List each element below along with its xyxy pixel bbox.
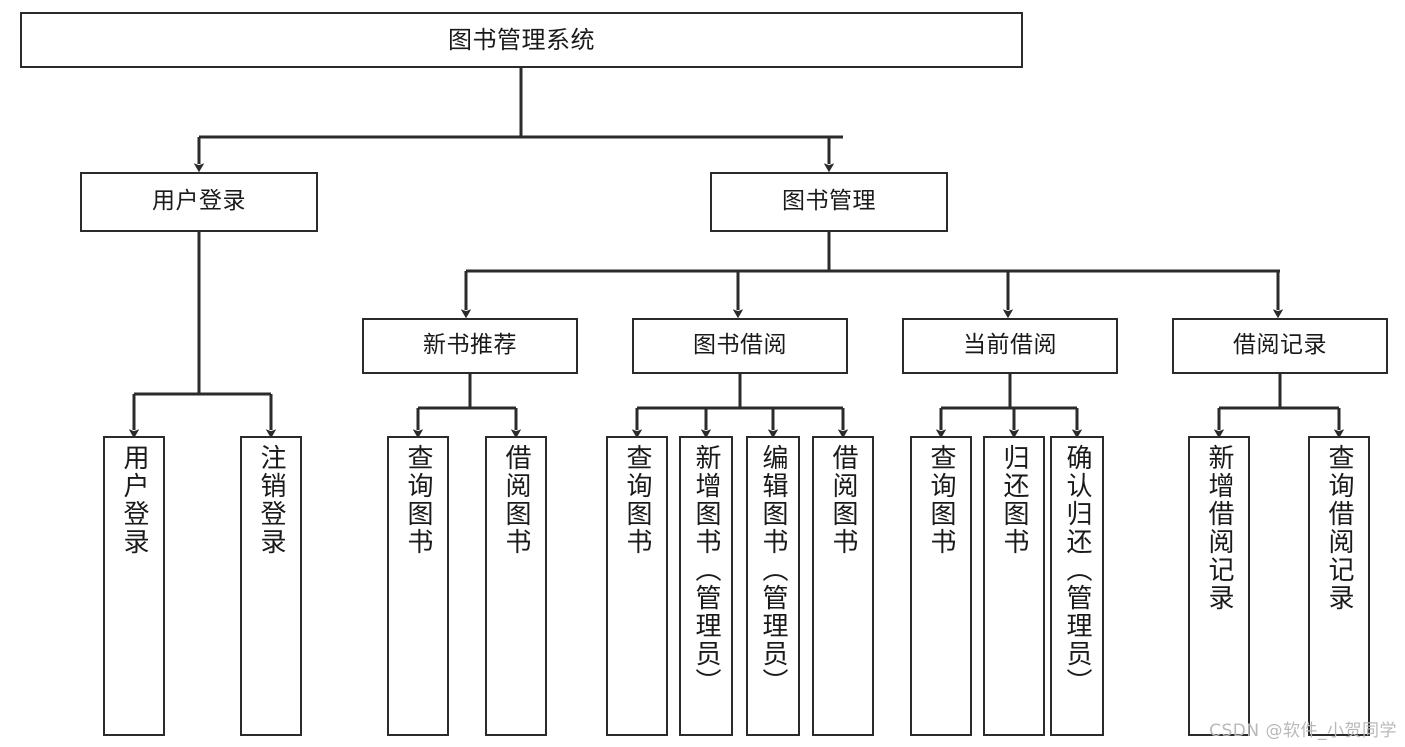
node-leaf-logout[interactable]: 注销登录 bbox=[240, 436, 302, 736]
node-user-login[interactable]: 用户登录 bbox=[80, 172, 318, 232]
node-leaf-borrow-book-2-label: 借阅图书 bbox=[828, 444, 858, 556]
node-borrow-record-label: 借阅记录 bbox=[1233, 332, 1327, 359]
csdn-watermark: CSDN @软件_小贺同学 bbox=[1209, 721, 1397, 741]
node-current-borrow-label: 当前借阅 bbox=[963, 332, 1057, 359]
node-leaf-edit-book[interactable]: 编辑图书（管理员） bbox=[746, 436, 800, 736]
edge-bookmanage-to-level3 bbox=[460, 232, 1284, 319]
node-leaf-return-book-label: 归还图书 bbox=[999, 444, 1029, 556]
node-user-login-label: 用户登录 bbox=[152, 188, 246, 215]
node-root[interactable]: 图书管理系统 bbox=[20, 12, 1023, 68]
node-current-borrow[interactable]: 当前借阅 bbox=[902, 318, 1118, 374]
node-leaf-user-login-label: 用户登录 bbox=[119, 444, 149, 556]
node-leaf-query-book-2-label: 查询图书 bbox=[622, 444, 652, 556]
node-leaf-return-book[interactable]: 归还图书 bbox=[983, 436, 1045, 736]
node-leaf-add-record[interactable]: 新增借阅记录 bbox=[1188, 436, 1250, 736]
edge-newbook-to-leaves bbox=[412, 374, 522, 439]
node-leaf-edit-book-label: 编辑图书（管理员） bbox=[758, 444, 788, 696]
node-leaf-query-book-1-label: 查询图书 bbox=[403, 444, 433, 556]
edge-root-to-level2 bbox=[193, 68, 843, 173]
node-book-borrow[interactable]: 图书借阅 bbox=[632, 318, 848, 374]
node-leaf-query-book-1[interactable]: 查询图书 bbox=[387, 436, 449, 736]
edge-borrowrecord-to-leaves bbox=[1213, 374, 1345, 439]
node-leaf-borrow-book-2[interactable]: 借阅图书 bbox=[812, 436, 874, 736]
node-leaf-query-book-3[interactable]: 查询图书 bbox=[910, 436, 972, 736]
node-leaf-query-book-3-label: 查询图书 bbox=[926, 444, 956, 556]
node-leaf-user-login[interactable]: 用户登录 bbox=[103, 436, 165, 736]
node-book-manage-label: 图书管理 bbox=[782, 188, 876, 215]
node-new-book-recommend[interactable]: 新书推荐 bbox=[362, 318, 578, 374]
node-leaf-confirm-return-label: 确认归还（管理员） bbox=[1062, 444, 1092, 696]
node-leaf-borrow-book-1[interactable]: 借阅图书 bbox=[485, 436, 547, 736]
node-leaf-confirm-return[interactable]: 确认归还（管理员） bbox=[1050, 436, 1104, 736]
node-book-borrow-label: 图书借阅 bbox=[693, 332, 787, 359]
node-leaf-logout-label: 注销登录 bbox=[256, 444, 286, 556]
node-root-label: 图书管理系统 bbox=[448, 25, 595, 54]
node-leaf-add-record-label: 新增借阅记录 bbox=[1204, 444, 1234, 612]
node-leaf-borrow-book-1-label: 借阅图书 bbox=[501, 444, 531, 556]
node-leaf-add-book[interactable]: 新增图书（管理员） bbox=[679, 436, 733, 736]
node-leaf-query-record[interactable]: 查询借阅记录 bbox=[1308, 436, 1370, 736]
node-book-manage[interactable]: 图书管理 bbox=[710, 172, 948, 232]
node-borrow-record[interactable]: 借阅记录 bbox=[1172, 318, 1388, 374]
edge-currentborrow-to-leaves bbox=[935, 374, 1083, 439]
edge-bookborrow-to-leaves bbox=[631, 374, 849, 439]
node-leaf-query-record-label: 查询借阅记录 bbox=[1324, 444, 1354, 612]
node-leaf-query-book-2[interactable]: 查询图书 bbox=[606, 436, 668, 736]
node-leaf-add-book-label: 新增图书（管理员） bbox=[691, 444, 721, 696]
node-new-book-recommend-label: 新书推荐 bbox=[423, 332, 517, 359]
edge-userlogin-to-leaves bbox=[128, 232, 277, 439]
